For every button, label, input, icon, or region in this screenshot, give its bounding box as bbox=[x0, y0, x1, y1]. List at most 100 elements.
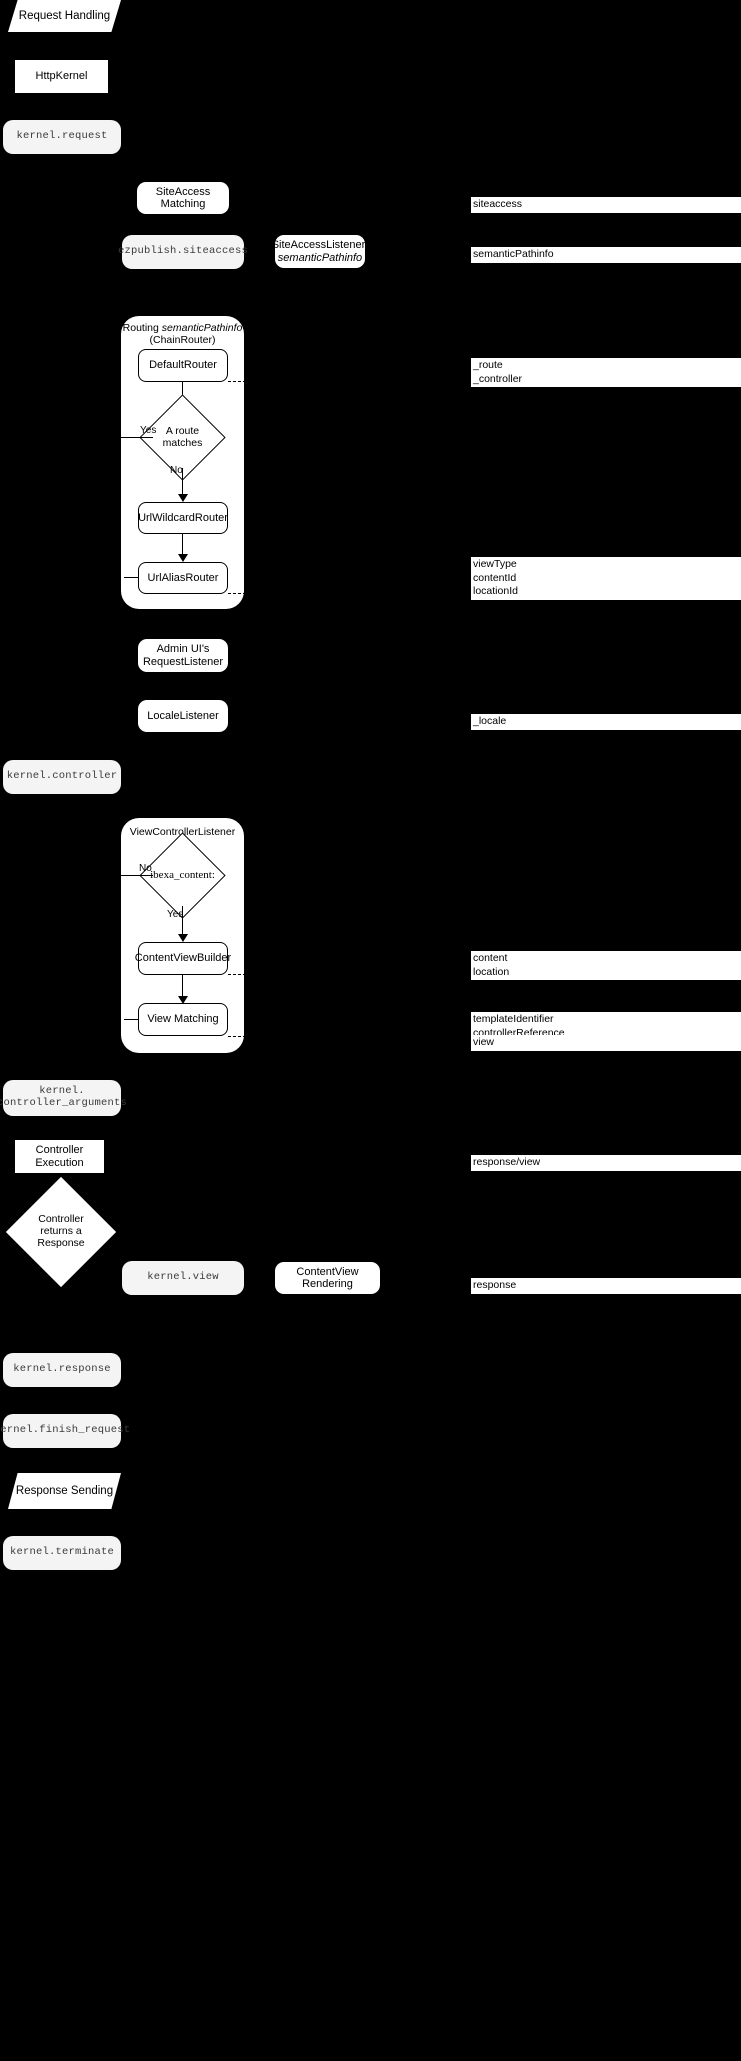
event-kernel-terminate: kernel.terminate bbox=[3, 1536, 121, 1570]
edge-label-ibexa-yes: Yes bbox=[167, 909, 184, 920]
event-kernel-controller-arguments-line1: kernel. bbox=[39, 1085, 85, 1098]
event-kernel-view: kernel.view bbox=[122, 1261, 244, 1295]
node-http-kernel-label: HttpKernel bbox=[35, 70, 88, 83]
attr-route-controller-line-1: _controller bbox=[473, 372, 523, 385]
attr-route-controller: _route _controller bbox=[471, 358, 741, 388]
node-admin-ui-request-listener-line1: Admin UI's bbox=[156, 643, 210, 656]
event-kernel-terminate-label: kernel.terminate bbox=[9, 1546, 115, 1559]
attr-response: response bbox=[471, 1278, 741, 1294]
attr-locale-line-0: _locale bbox=[473, 715, 507, 727]
node-siteaccess-listener-line1: SiteAccessListener: bbox=[271, 239, 369, 252]
attr-content-location-line-0: content bbox=[473, 952, 508, 964]
attr-response-view-line-0: response/view bbox=[473, 1156, 541, 1168]
edge-url-wildcard-to-url-alias bbox=[182, 534, 184, 560]
event-kernel-finish-request: kernel.finish_request bbox=[0, 1414, 130, 1448]
node-http-kernel: HttpKernel bbox=[15, 60, 108, 93]
node-controller-execution-label: Controller Execution bbox=[35, 1144, 84, 1169]
group-view-controller-listener-title: ViewControllerListener bbox=[121, 826, 244, 838]
attr-response-line-0: response bbox=[473, 1279, 517, 1291]
attr-locale: _locale bbox=[471, 714, 741, 730]
banner-response-sending: Response Sending bbox=[8, 1473, 121, 1509]
attr-route-controller-line-0: _route bbox=[473, 359, 503, 371]
node-admin-ui-request-listener: Admin UI's RequestListener bbox=[138, 639, 228, 672]
attr-view-content-location-line-2: locationId bbox=[473, 585, 518, 598]
attr-view-content-location-line-1: contentId bbox=[473, 571, 517, 584]
attr-view-line-0: view bbox=[473, 1036, 495, 1048]
node-locale-listener-label: LocaleListener bbox=[147, 709, 219, 722]
attr-response-view: response/view bbox=[471, 1155, 741, 1171]
decision-controller-returns-response-label: Controller returns a Response bbox=[22, 1193, 100, 1271]
node-view-matching-label: View Matching bbox=[147, 1013, 219, 1026]
event-ezpublish-siteaccess: ezpublish.siteaccess bbox=[118, 235, 248, 269]
attr-content-location: content location bbox=[471, 951, 741, 981]
dash-view-matching-to-template bbox=[228, 1036, 271, 1037]
group-routing-title-line1: Routing semanticPathinfo bbox=[122, 322, 243, 334]
node-url-wildcard-router: UrlWildcardRouter bbox=[138, 502, 228, 534]
attr-view-content-location-line-0: viewType bbox=[473, 558, 517, 570]
node-default-router: DefaultRouter bbox=[138, 349, 228, 382]
node-url-alias-router-label: UrlAliasRouter bbox=[147, 571, 219, 584]
event-kernel-controller: kernel.controller bbox=[3, 760, 121, 794]
edge-label-route-no: No bbox=[170, 465, 183, 476]
decision-controller-returns-response: Controller returns a Response bbox=[5, 1176, 117, 1288]
event-ezpublish-siteaccess-label: ezpublish.siteaccess bbox=[117, 245, 249, 258]
node-admin-ui-request-listener-line2: RequestListener bbox=[142, 655, 224, 668]
arrowhead-to-url-alias-router bbox=[178, 554, 188, 562]
attr-semantic-pathinfo: semanticPathinfo bbox=[471, 247, 741, 263]
node-locale-listener: LocaleListener bbox=[138, 700, 228, 732]
edge-route-yes-horizontal bbox=[121, 437, 153, 439]
node-view-matching: View Matching bbox=[138, 1003, 228, 1036]
node-content-view-builder-label: ContentViewBuilder bbox=[134, 952, 232, 965]
attr-siteaccess-line-0: siteaccess bbox=[473, 198, 523, 210]
event-kernel-response-label: kernel.response bbox=[13, 1363, 111, 1376]
group-routing-title-line2: (ChainRouter) bbox=[149, 334, 216, 347]
edge-ibexa-yes-vertical bbox=[182, 906, 184, 940]
attr-siteaccess: siteaccess bbox=[471, 197, 741, 213]
node-url-wildcard-router-label: UrlWildcardRouter bbox=[138, 511, 228, 524]
dash-default-router-to-route bbox=[228, 381, 271, 382]
event-kernel-controller-arguments: kernel. controller_arguments bbox=[0, 1080, 127, 1116]
dash-url-alias-to-viewtype bbox=[228, 593, 271, 594]
node-siteaccess-matching-label: SiteAccess Matching bbox=[155, 185, 211, 210]
event-kernel-controller-label: kernel.controller bbox=[6, 770, 118, 783]
node-contentview-rendering: ContentView Rendering bbox=[275, 1262, 380, 1294]
dash-content-view-builder-to-content bbox=[228, 974, 271, 975]
banner-request-handling: Request Handling bbox=[8, 0, 121, 32]
banner-request-handling-label: Request Handling bbox=[18, 9, 111, 22]
attr-template-controller-line-0: templateIdentifier bbox=[473, 1013, 554, 1025]
decision-ibexa-content-label: ibexa_content: bbox=[150, 869, 215, 882]
event-kernel-response: kernel.response bbox=[3, 1353, 121, 1387]
arrowhead-to-url-wildcard-router bbox=[178, 494, 188, 502]
attr-semantic-pathinfo-line-0: semanticPathinfo bbox=[473, 248, 554, 260]
decision-route-matches: A route matches bbox=[139, 394, 226, 481]
edge-label-route-yes: Yes bbox=[140, 425, 157, 436]
event-kernel-controller-arguments-line2: controller_arguments bbox=[0, 1097, 128, 1109]
attr-view-content-location: viewType contentId locationId bbox=[471, 557, 741, 600]
decision-controller-returns-line2: returns a bbox=[40, 1225, 82, 1238]
decision-controller-returns-line1: Controller bbox=[38, 1213, 84, 1226]
node-content-view-builder: ContentViewBuilder bbox=[134, 942, 232, 975]
decision-controller-returns-line3: Response bbox=[37, 1236, 85, 1249]
edge-route-no-vertical bbox=[182, 468, 184, 500]
node-default-router-label: DefaultRouter bbox=[149, 359, 217, 372]
event-kernel-view-label: kernel.view bbox=[147, 1271, 219, 1284]
decision-route-matches-label: A route matches bbox=[152, 407, 213, 468]
node-url-alias-router: UrlAliasRouter bbox=[138, 562, 228, 594]
edge-label-ibexa-no: No bbox=[139, 863, 152, 874]
node-siteaccess-listener-line2: semanticPathinfo bbox=[277, 251, 363, 264]
event-kernel-request: kernel.request bbox=[3, 120, 121, 154]
group-routing-title: Routing semanticPathinfo (ChainRouter) bbox=[121, 322, 244, 346]
attr-view: view bbox=[471, 1035, 741, 1051]
arrowhead-to-view-matching bbox=[178, 996, 188, 1004]
attr-content-location-line-1: location bbox=[473, 965, 510, 978]
node-siteaccess-matching: SiteAccess Matching bbox=[137, 182, 229, 214]
arrowhead-to-content-view-builder bbox=[178, 934, 188, 942]
edge-content-view-builder-to-view-matching bbox=[182, 975, 184, 1002]
decision-route-matches-line2: matches bbox=[162, 436, 203, 449]
node-contentview-rendering-label: ContentView Rendering bbox=[296, 1265, 359, 1290]
event-kernel-finish-request-label: kernel.finish_request bbox=[0, 1424, 131, 1437]
event-kernel-request-label: kernel.request bbox=[16, 130, 108, 143]
edge-url-alias-left-stub bbox=[124, 577, 138, 579]
edge-view-matching-left-stub bbox=[124, 1019, 138, 1021]
